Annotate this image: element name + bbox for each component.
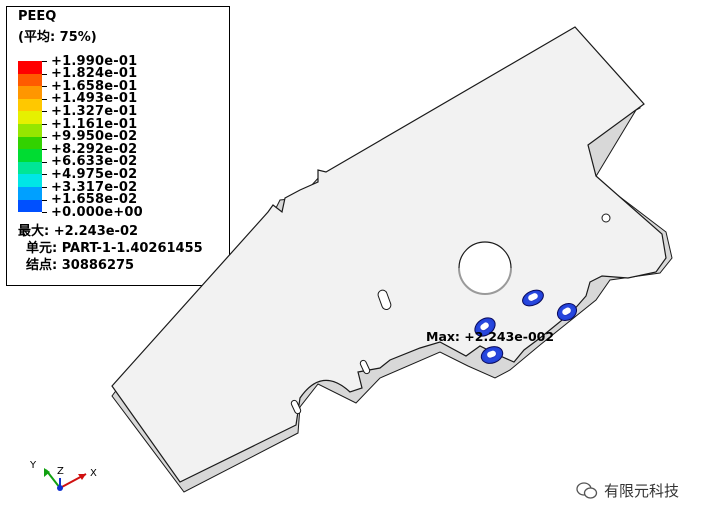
legend-color-swatch (18, 111, 42, 124)
legend-tick (42, 174, 47, 176)
legend-color-swatch (18, 187, 42, 200)
legend-tick (42, 73, 47, 75)
watermark-text: 有限元科技 (604, 482, 680, 500)
legend-color-swatch (18, 199, 42, 213)
axis-y-label: Y (29, 460, 37, 471)
legend-color-swatch (18, 61, 42, 74)
legend-level-label: +9.950e-02 (51, 129, 138, 145)
legend-level-label: +6.633e-02 (51, 154, 138, 170)
small-hole (601, 213, 611, 223)
legend-level-label: +1.824e-01 (51, 66, 138, 82)
legend-tick (42, 199, 47, 201)
legend-averaging: (平均: 75%) (18, 30, 97, 45)
peeq-hotspot (474, 317, 496, 337)
legend-color-swatch (18, 136, 42, 150)
peeq-hotspot (480, 346, 504, 364)
legend-level-label: +1.658e-01 (51, 78, 138, 94)
legend-level-label: +1.493e-01 (51, 91, 138, 107)
legend-level-label: +8.292e-02 (51, 141, 138, 157)
legend-color-swatch (18, 124, 42, 137)
legend-color-swatch (18, 149, 42, 162)
peeq-hotspot (522, 289, 544, 307)
wechat-icon (576, 481, 598, 499)
legend-tick (42, 149, 47, 151)
slot-hole (359, 359, 371, 375)
slot-hole (377, 289, 392, 310)
legend-tick (42, 136, 47, 138)
axis-x-label: X (90, 468, 97, 479)
legend-level-label: +1.990e-01 (51, 53, 138, 69)
legend-node: 结点: 30886275 (26, 258, 135, 273)
legend-element: 单元: PART-1-1.40261455 (26, 241, 203, 256)
legend-tick (42, 111, 47, 113)
contour-legend: PEEQ (平均: 75%) +1.990e-01+1.824e-01+1.65… (6, 6, 230, 286)
legend-color-swatch (18, 73, 42, 87)
legend-level-label: +1.327e-01 (51, 103, 138, 119)
legend-level-label: +3.317e-02 (51, 179, 138, 195)
legend-tick (42, 98, 47, 100)
legend-color-swatch (18, 98, 42, 112)
legend-color-swatch (18, 174, 42, 187)
legend-tick (42, 124, 47, 125)
legend-tick (42, 187, 47, 188)
legend-tick (42, 61, 47, 62)
watermark: 有限元科技 (576, 480, 679, 501)
max-annotation: Max: +2.243e-002 (426, 329, 554, 344)
legend-tick (42, 86, 47, 88)
legend-tick (42, 212, 47, 214)
legend-max-value: 最大: +2.243e-02 (18, 224, 139, 239)
legend-color-swatch (18, 161, 42, 175)
axis-z-label: Z (57, 466, 64, 477)
legend-level-label: +1.658e-02 (51, 192, 138, 208)
slot-hole (290, 399, 302, 415)
legend-color-swatch (18, 86, 42, 99)
axis-triad: Y Z X (29, 460, 97, 491)
legend-tick (42, 161, 47, 163)
legend-variable: PEEQ (18, 9, 57, 24)
legend-level-label: +0.000e+00 (51, 204, 143, 220)
legend-level-label: +1.161e-01 (51, 116, 138, 132)
legend-level-label: +4.975e-02 (51, 166, 138, 182)
part-plate[interactable] (111, 26, 667, 483)
peeq-hotspot (556, 302, 578, 322)
